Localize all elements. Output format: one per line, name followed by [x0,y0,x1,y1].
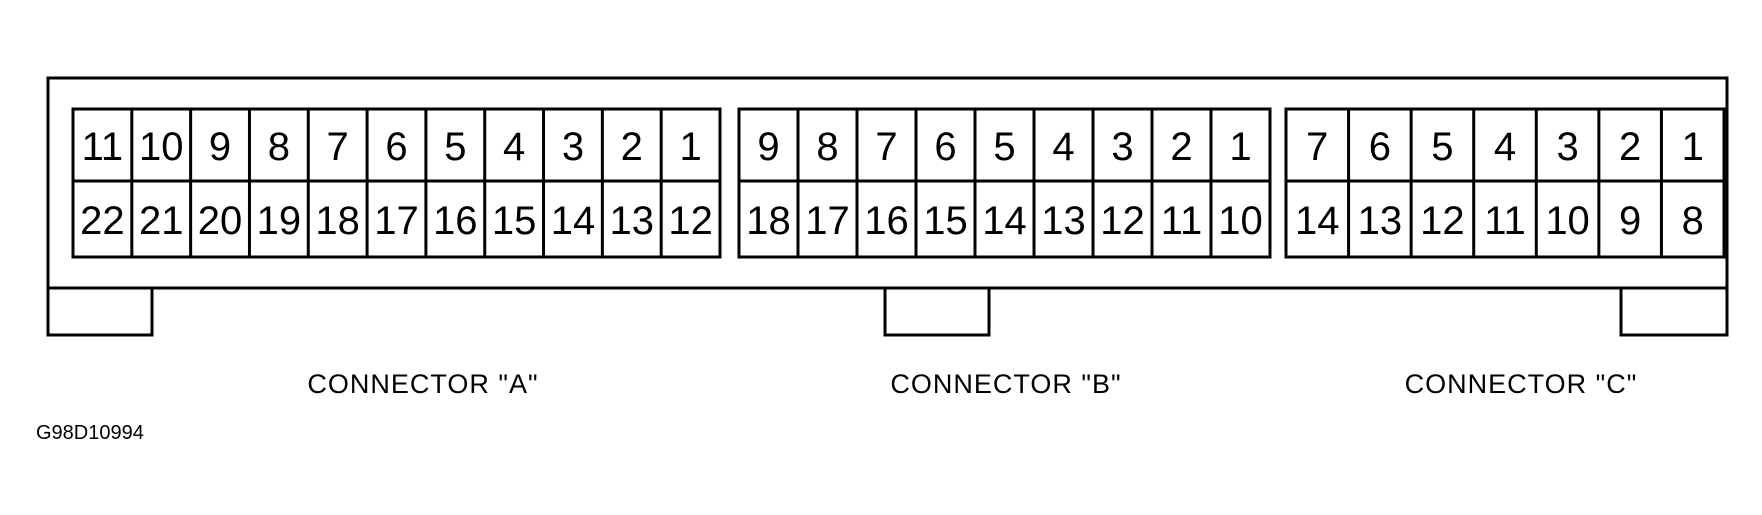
pin-number: 10 [139,125,184,169]
pin-number: 2 [1170,125,1192,169]
pin-number: 1 [679,125,701,169]
pin-number: 4 [1052,125,1074,169]
pin-number: 22 [80,199,125,243]
pin-number: 8 [268,125,290,169]
pin-number: 15 [923,199,968,243]
pin-number: 7 [875,125,897,169]
pin-number: 3 [1111,125,1133,169]
pin-number: 16 [864,199,909,243]
connector-a-outline [71,107,722,259]
pin-number: 16 [433,199,478,243]
pin-number: 14 [551,199,596,243]
pin-number: 2 [1619,125,1641,169]
pin-number: 11 [1484,199,1526,243]
pin-number: 5 [993,125,1015,169]
figure-code: G98D10994 [36,422,144,444]
pin-number: 7 [1306,125,1328,169]
pin-number: 6 [1369,125,1391,169]
pin-number: 9 [757,125,779,169]
pin-number: 11 [82,125,124,169]
pin-number: 4 [503,125,525,169]
pin-number: 5 [1431,125,1453,169]
pin-number: 13 [1358,199,1403,243]
pin-number: 10 [1545,199,1590,243]
pin-number: 1 [1682,125,1704,169]
pin-number: 14 [1295,199,1340,243]
pin-number: 6 [385,125,407,169]
pin-number: 21 [139,199,184,243]
pin-number: 6 [934,125,956,169]
connector-b-label: CONNECTOR "B" [890,369,1121,399]
pin-number: 17 [374,199,419,243]
connector-c-outline [1284,107,1726,259]
pin-number: 18 [315,199,360,243]
locking-tab-right [1619,286,1729,337]
pin-number: 3 [1556,125,1578,169]
pin-number: 20 [198,199,243,243]
pin-number: 12 [1420,199,1465,243]
pin-number: 11 [1161,199,1203,243]
pin-number: 10 [1218,199,1263,243]
pin-number: 8 [816,125,838,169]
pin-number: 7 [327,125,349,169]
pin-number: 9 [209,125,231,169]
pin-number: 3 [562,125,584,169]
connector-b-outline [737,107,1272,259]
pin-number: 19 [257,199,302,243]
pin-number: 1 [1229,125,1251,169]
pin-number: 17 [805,199,850,243]
connector-c-label: CONNECTOR "C" [1405,369,1638,399]
pin-number: 18 [746,199,791,243]
connector-a-label: CONNECTOR "A" [307,369,538,399]
pin-number: 12 [1100,199,1145,243]
pin-number: 13 [610,199,655,243]
pin-number: 9 [1619,199,1641,243]
pin-number: 8 [1682,199,1704,243]
pin-number: 13 [1041,199,1086,243]
pin-number: 12 [668,199,713,243]
locking-tab-center [883,286,991,337]
locking-tab-left [46,286,154,337]
pin-number: 15 [492,199,537,243]
pin-number: 5 [444,125,466,169]
pin-number: 4 [1494,125,1516,169]
pin-number: 14 [982,199,1027,243]
pin-number: 2 [621,125,643,169]
